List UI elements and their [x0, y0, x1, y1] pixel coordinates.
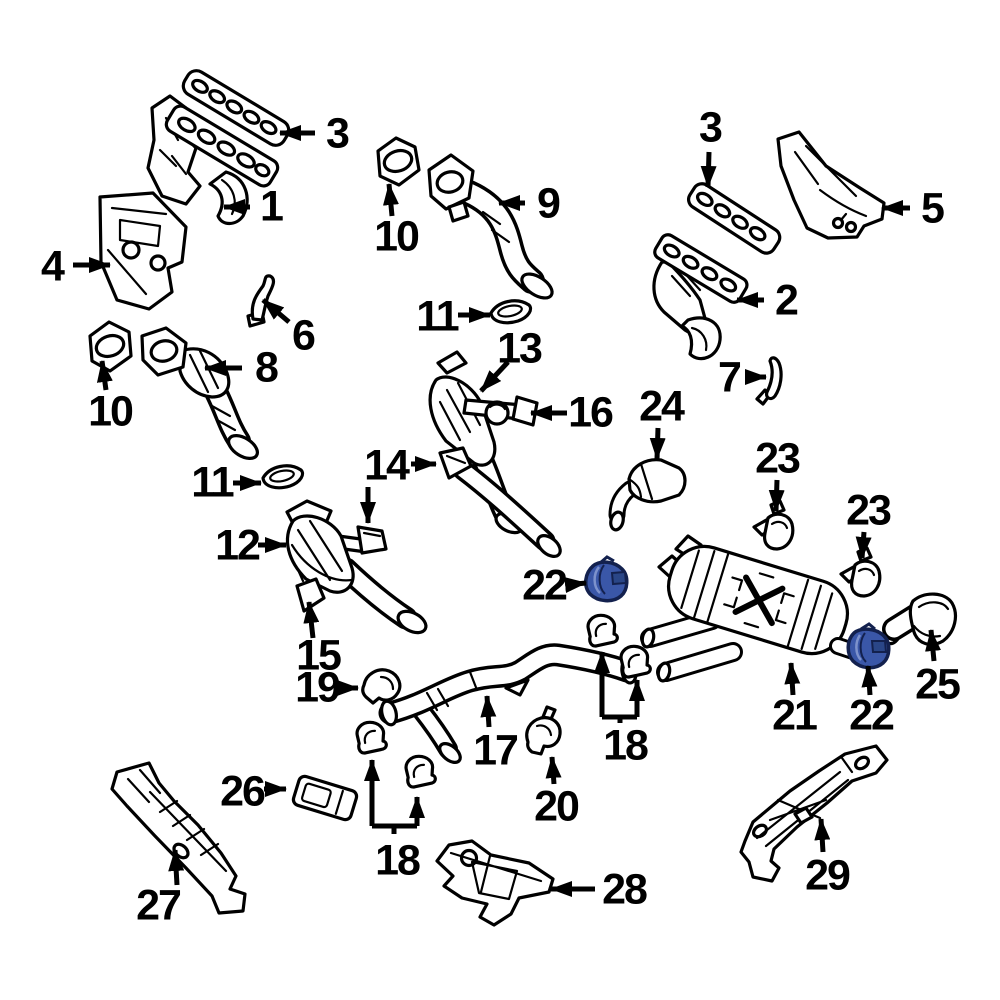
- part-11-gasket-lower: [261, 464, 305, 490]
- callout-3-right: 3: [699, 103, 723, 152]
- part-10-flange-gasket-top: [376, 136, 421, 187]
- callout-3-left: 3: [326, 109, 350, 158]
- part-3-manifold-gasket-right: [686, 182, 782, 255]
- part-29-support-bracket: [739, 744, 889, 883]
- part-23-hanger-clip-a: [752, 499, 795, 551]
- part-21-rear-muffler: [640, 534, 866, 683]
- callout-8: 8: [255, 343, 279, 392]
- part-2-exhaust-manifold-right: [652, 233, 749, 361]
- part-27-heat-shield-lower-left: [110, 761, 247, 915]
- callout-23-b: 23: [846, 486, 892, 535]
- callout-15: 15: [296, 631, 342, 680]
- callout-24: 24: [639, 382, 685, 431]
- part-25-exhaust-tip-right: [882, 592, 957, 646]
- callout-5: 5: [921, 184, 945, 233]
- callout-21: 21: [772, 691, 818, 740]
- callout-28: 28: [602, 865, 648, 914]
- part-5-heat-shield-right: [776, 130, 886, 240]
- callout-29: 29: [805, 851, 851, 900]
- part-22-exhaust-insulator-right-highlighted: [846, 622, 891, 670]
- callout-20: 20: [534, 782, 580, 831]
- callout-arrows: [73, 125, 941, 897]
- part-28-heat-shield-lower-mid: [435, 839, 555, 927]
- callout-14: 14: [364, 441, 410, 490]
- callout-9: 9: [537, 179, 561, 228]
- callout-1: 1: [260, 182, 284, 231]
- part-14-flange-and-pipe: [438, 446, 562, 558]
- callout-17: 17: [473, 726, 519, 775]
- part-26-mount-bracket: [291, 774, 359, 822]
- callout-2: 2: [775, 276, 799, 325]
- callout-11-top: 11: [416, 292, 459, 341]
- callout-19: 19: [295, 663, 341, 712]
- callout-10-top: 10: [374, 212, 420, 261]
- part-24-exhaust-tip-left: [608, 458, 687, 532]
- part-10-flange-gasket-left: [88, 320, 133, 373]
- part-11-gasket-top: [489, 299, 533, 325]
- callout-12: 12: [215, 521, 261, 570]
- part-20-hanger-bracket: [525, 705, 562, 756]
- callout-16: 16: [568, 388, 614, 437]
- part-18-rubber-hangers-left: [354, 719, 438, 790]
- callout-26: 26: [220, 767, 266, 816]
- callout-22-right: 22: [849, 691, 895, 740]
- part-4-heat-shield-left: [98, 191, 188, 311]
- part-6-bracket: [246, 274, 276, 328]
- callout-18-right: 18: [603, 721, 649, 770]
- callout-6: 6: [292, 311, 316, 360]
- callout-10-left: 10: [88, 387, 134, 436]
- part-19-hanger-bracket: [361, 668, 402, 705]
- callout-22-left: 22: [522, 561, 568, 610]
- callout-11-lower: 11: [191, 458, 234, 507]
- part-8-downpipe-catalytic-converter: [140, 326, 259, 461]
- part-3-manifold-gasket-left: [181, 69, 291, 147]
- callout-25: 25: [915, 660, 961, 709]
- callout-13: 13: [497, 324, 543, 373]
- callout-23-a: 23: [755, 434, 801, 483]
- part-22-exhaust-insulator-left-highlighted: [584, 555, 629, 603]
- callout-18-left: 18: [375, 836, 421, 885]
- callout-4: 4: [41, 242, 65, 291]
- callout-7: 7: [718, 353, 742, 402]
- part-9-front-pipe: [427, 153, 554, 300]
- callout-27: 27: [136, 881, 182, 930]
- part-7-bracket: [755, 356, 783, 406]
